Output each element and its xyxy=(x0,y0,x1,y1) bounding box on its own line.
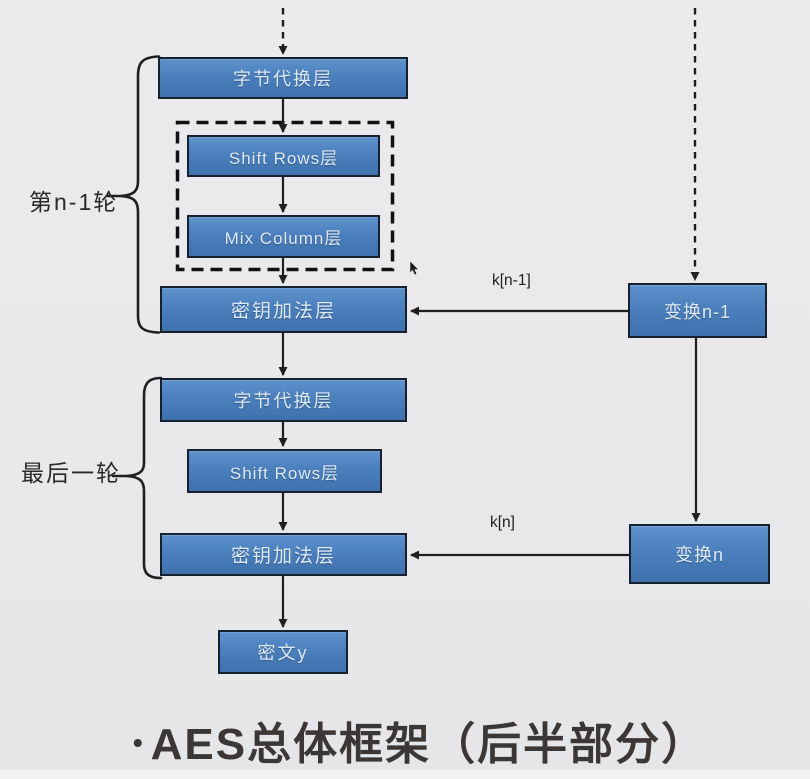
node-mix-column-round-n1: Mix Column层 xyxy=(187,215,380,258)
label-key-n-minus-1: k[n-1] xyxy=(492,272,531,289)
brace-last-round xyxy=(125,376,163,580)
brace-round-n-minus-1 xyxy=(119,55,161,334)
node-shift-rows-last: Shift Rows层 xyxy=(187,449,382,493)
title-bullet: • xyxy=(132,727,143,758)
node-byte-substitution-last: 字节代换层 xyxy=(160,378,407,422)
label-key-n: k[n] xyxy=(490,514,515,531)
label-last-round: 最后一轮 xyxy=(21,460,121,486)
slide-title: •AES总体框架（后半部分） xyxy=(0,708,810,772)
node-key-transform-n: 变换n xyxy=(629,524,770,584)
mouse-cursor-icon xyxy=(409,260,420,276)
slide-bottom-edge xyxy=(0,770,810,779)
title-text: AES总体框架（后半部分） xyxy=(150,720,708,769)
dashed-group-rect xyxy=(175,120,395,272)
node-byte-substitution-round-n1: 字节代换层 xyxy=(158,57,408,99)
node-shift-rows-round-n1: Shift Rows层 xyxy=(187,135,380,177)
label-round-n-minus-1: 第n-1轮 xyxy=(29,189,119,215)
node-key-transform-n1: 变换n-1 xyxy=(628,283,767,338)
node-key-addition-round-n1: 密钥加法层 xyxy=(160,286,407,333)
node-key-addition-last: 密钥加法层 xyxy=(160,533,407,576)
node-ciphertext-y: 密文y xyxy=(218,630,348,674)
